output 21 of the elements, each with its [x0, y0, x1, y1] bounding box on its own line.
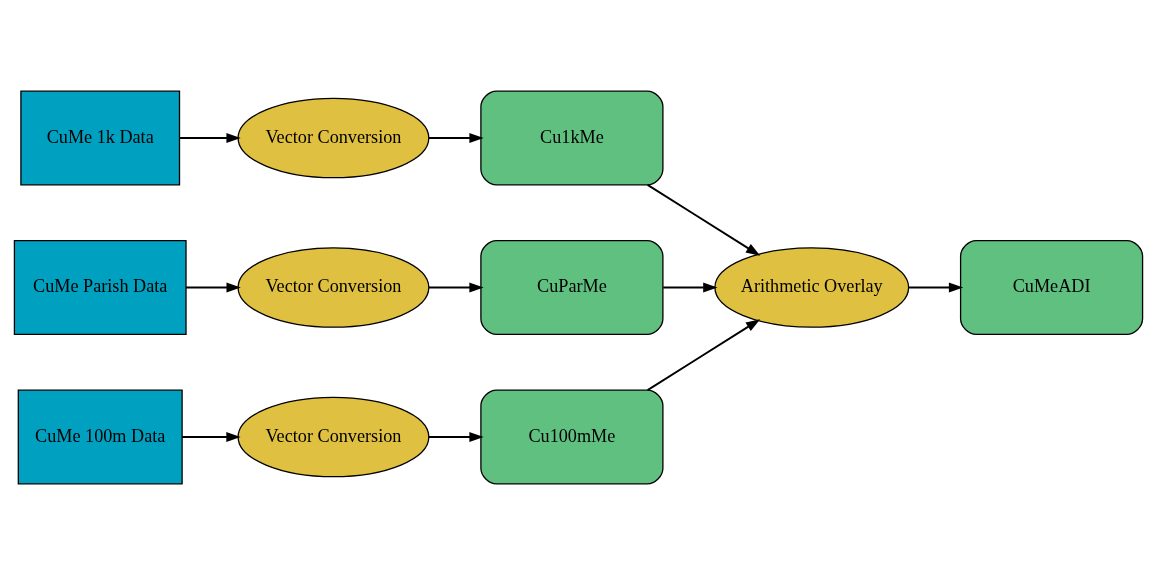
arrow [646, 318, 761, 391]
arrow [907, 282, 964, 292]
arrow [428, 431, 484, 442]
arrow [662, 282, 718, 292]
arrow [178, 132, 241, 143]
arrow [428, 132, 484, 143]
node-box: Cu1kMe [480, 90, 664, 185]
arrow [428, 282, 484, 292]
node-box: CuMe 100m Data [17, 389, 183, 484]
arrow [185, 282, 241, 292]
node-box: CuMe 1k Data [20, 90, 181, 185]
node-ellipse: Vector Conversion [237, 97, 430, 178]
node-box: CuMe Parish Data [13, 239, 187, 335]
node-ellipse: Vector Conversion [237, 246, 430, 328]
node-box: Cu100mMe [480, 389, 664, 484]
arrow [646, 183, 761, 256]
arrow [181, 431, 241, 442]
node-ellipse: Vector Conversion [237, 396, 430, 477]
node-box: CuMeADI [959, 239, 1144, 335]
node-ellipse: Arithmetic Overlay [714, 246, 910, 328]
node-box: CuParMe [480, 239, 664, 335]
